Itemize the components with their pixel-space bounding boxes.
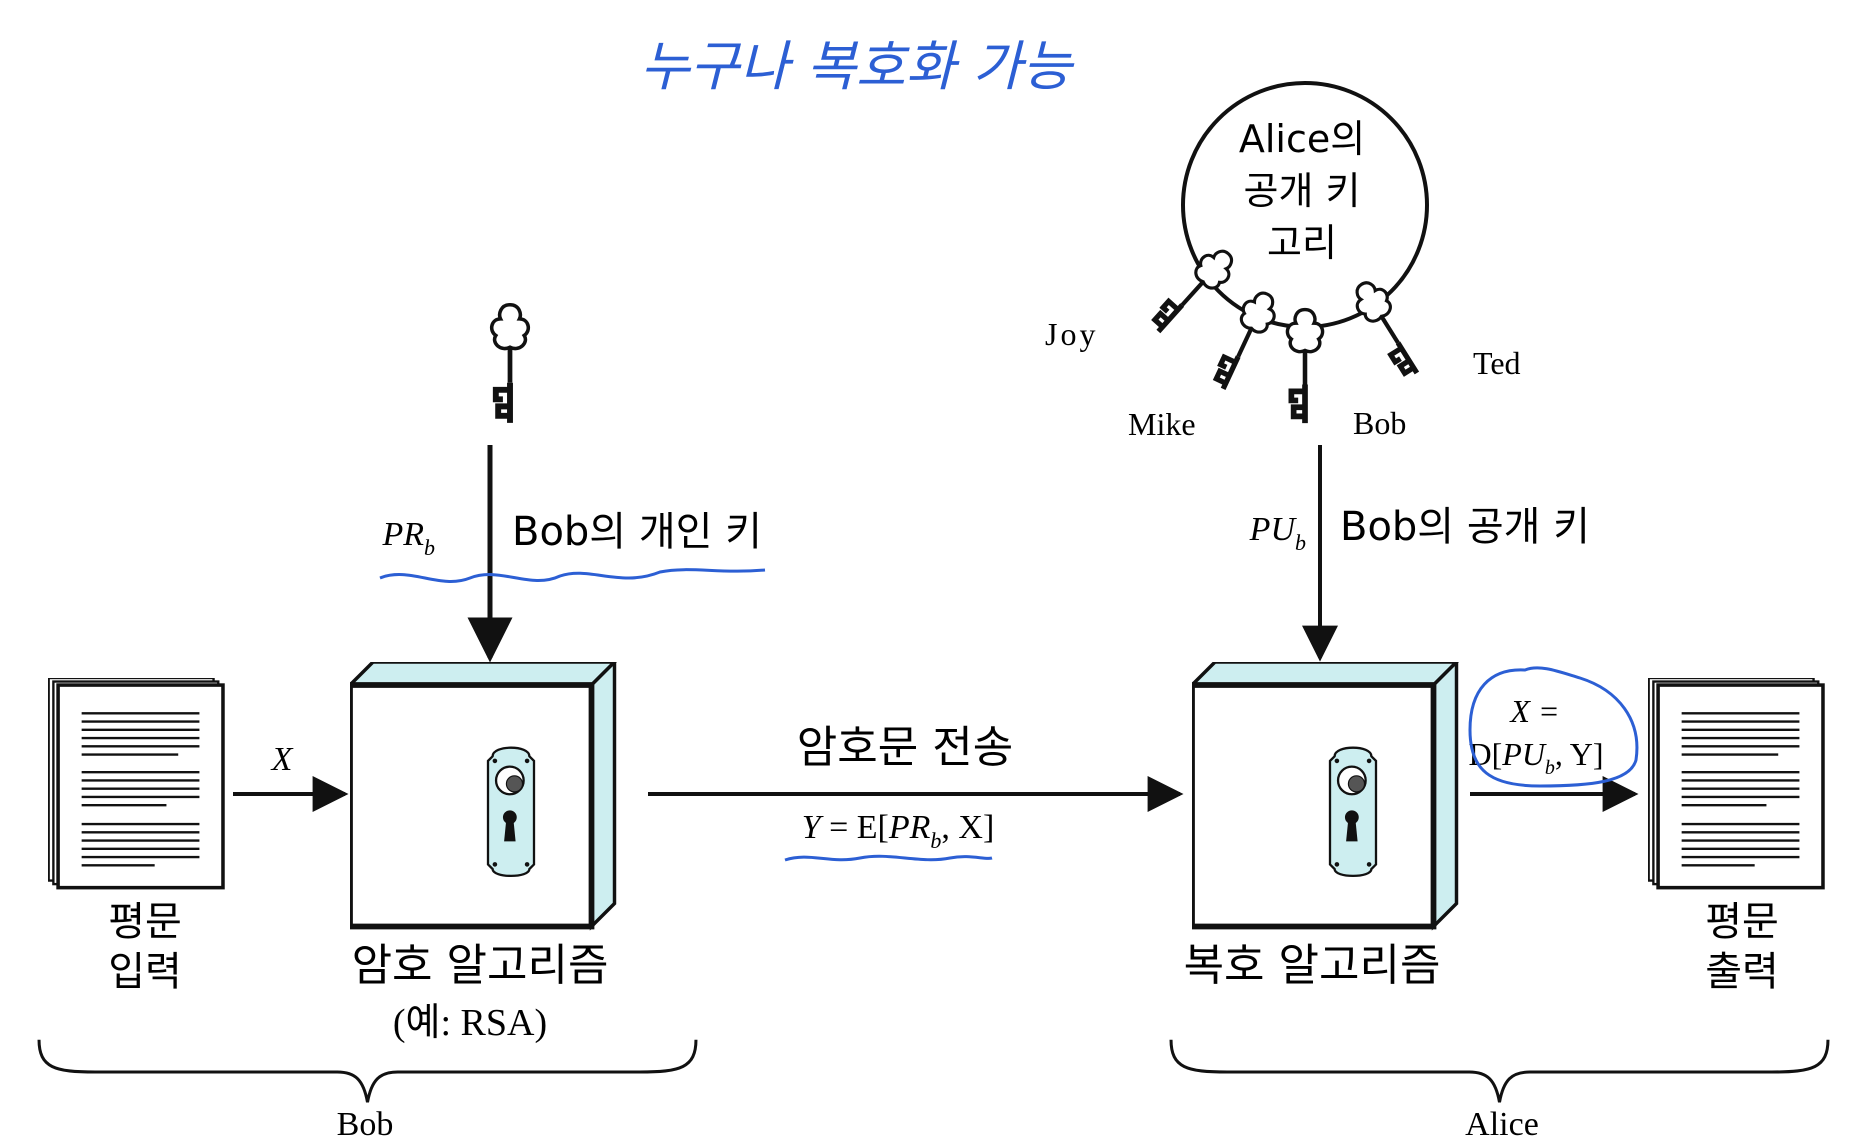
mike-key-icon	[1208, 287, 1282, 395]
keyring-label-line2: 공개 키	[1244, 169, 1361, 213]
private-key-symbol: PRb	[381, 516, 435, 560]
keyring-key-joy: Joy	[1045, 316, 1098, 352]
encryption-algorithm-box-icon	[350, 662, 615, 927]
output-formula-line2-key-sub: b	[1545, 757, 1555, 779]
private-key-label: Bob의 개인 키	[512, 509, 762, 555]
handwritten-note: 누구나 복호화 가능	[640, 35, 1075, 98]
encryption-algorithm-example: (예: RSA)	[393, 1002, 547, 1044]
private-key-symbol-sub: b	[424, 535, 435, 560]
output-formula-line1: X =	[1508, 693, 1559, 729]
transmission-label: 암호문 전송	[797, 722, 1013, 773]
output-formula-line2-suffix: , Y]	[1555, 736, 1604, 772]
keyring-key-ted: Ted	[1473, 345, 1521, 381]
plaintext-output-label-line2: 출력	[1705, 949, 1779, 995]
receiver-party-label: Alice	[1465, 1106, 1539, 1143]
public-key-label: Bob의 공개 키	[1340, 504, 1590, 550]
output-formula-line1-text: X =	[1508, 693, 1559, 729]
public-key-symbol-sub: b	[1295, 530, 1306, 555]
transmission-formula-equals: = E[	[821, 809, 889, 846]
plaintext-input-document-icon	[48, 678, 225, 890]
public-key-symbol-main: PU	[1249, 511, 1298, 548]
transmission-underline-annotation	[784, 854, 993, 862]
transmission-formula: Y = E[PRb, X]	[802, 809, 995, 853]
handwritten-note-text: 누구나 복호화 가능	[640, 35, 1075, 98]
public-key-symbol: PUb	[1249, 511, 1306, 555]
private-key-underline-annotation	[379, 568, 766, 583]
plaintext-input-label-line2: 입력	[108, 949, 182, 995]
input-symbol: X	[270, 741, 294, 778]
keyring-keys	[1146, 243, 1430, 423]
decryption-algorithm-label: 복호 알고리즘	[1184, 940, 1441, 991]
plaintext-output-document-icon	[1648, 678, 1825, 890]
output-formula-line2: D[PUb, Y]	[1469, 736, 1604, 779]
keyring-key-bob: Bob	[1353, 405, 1406, 441]
keyring-label-line1: Alice의	[1239, 117, 1365, 161]
receiver-brace	[1169, 1038, 1830, 1104]
transmission-formula-suffix: , X]	[941, 809, 994, 846]
private-key-icon	[492, 305, 529, 423]
encryption-algorithm-label: 암호 알고리즘	[352, 940, 609, 991]
plaintext-output-label-line1: 평문	[1705, 899, 1779, 945]
transmission-formula-key-sub: b	[930, 828, 941, 853]
decryption-algorithm-box-icon	[1192, 662, 1457, 927]
sender-brace	[37, 1038, 698, 1104]
output-formula-line2-key: PU	[1501, 736, 1547, 772]
plaintext-input-label-line1: 평문	[108, 899, 182, 945]
bob-public-key-icon	[1287, 310, 1322, 424]
sender-section: 평문 입력 X PRb Bob의 개인 키 암호 알고리즘 (예: RSA) B…	[37, 305, 766, 1143]
output-formula-circle-annotation	[1468, 666, 1639, 788]
transmission-formula-key: PR	[888, 809, 931, 846]
sender-party-label: Bob	[337, 1106, 394, 1143]
private-key-symbol-main: PR	[381, 516, 424, 553]
keyring-label-line3: 고리	[1267, 221, 1337, 265]
receiver-section: Alice의 공개 키 고리 Joy Mike Bob Ted PUb Bob의…	[1045, 81, 1830, 1143]
transmission-formula-prefix: Y	[802, 809, 824, 846]
transmission-section: 암호문 전송 Y = E[PRb, X]	[648, 722, 1184, 862]
keyring-key-mike: Mike	[1128, 406, 1196, 442]
